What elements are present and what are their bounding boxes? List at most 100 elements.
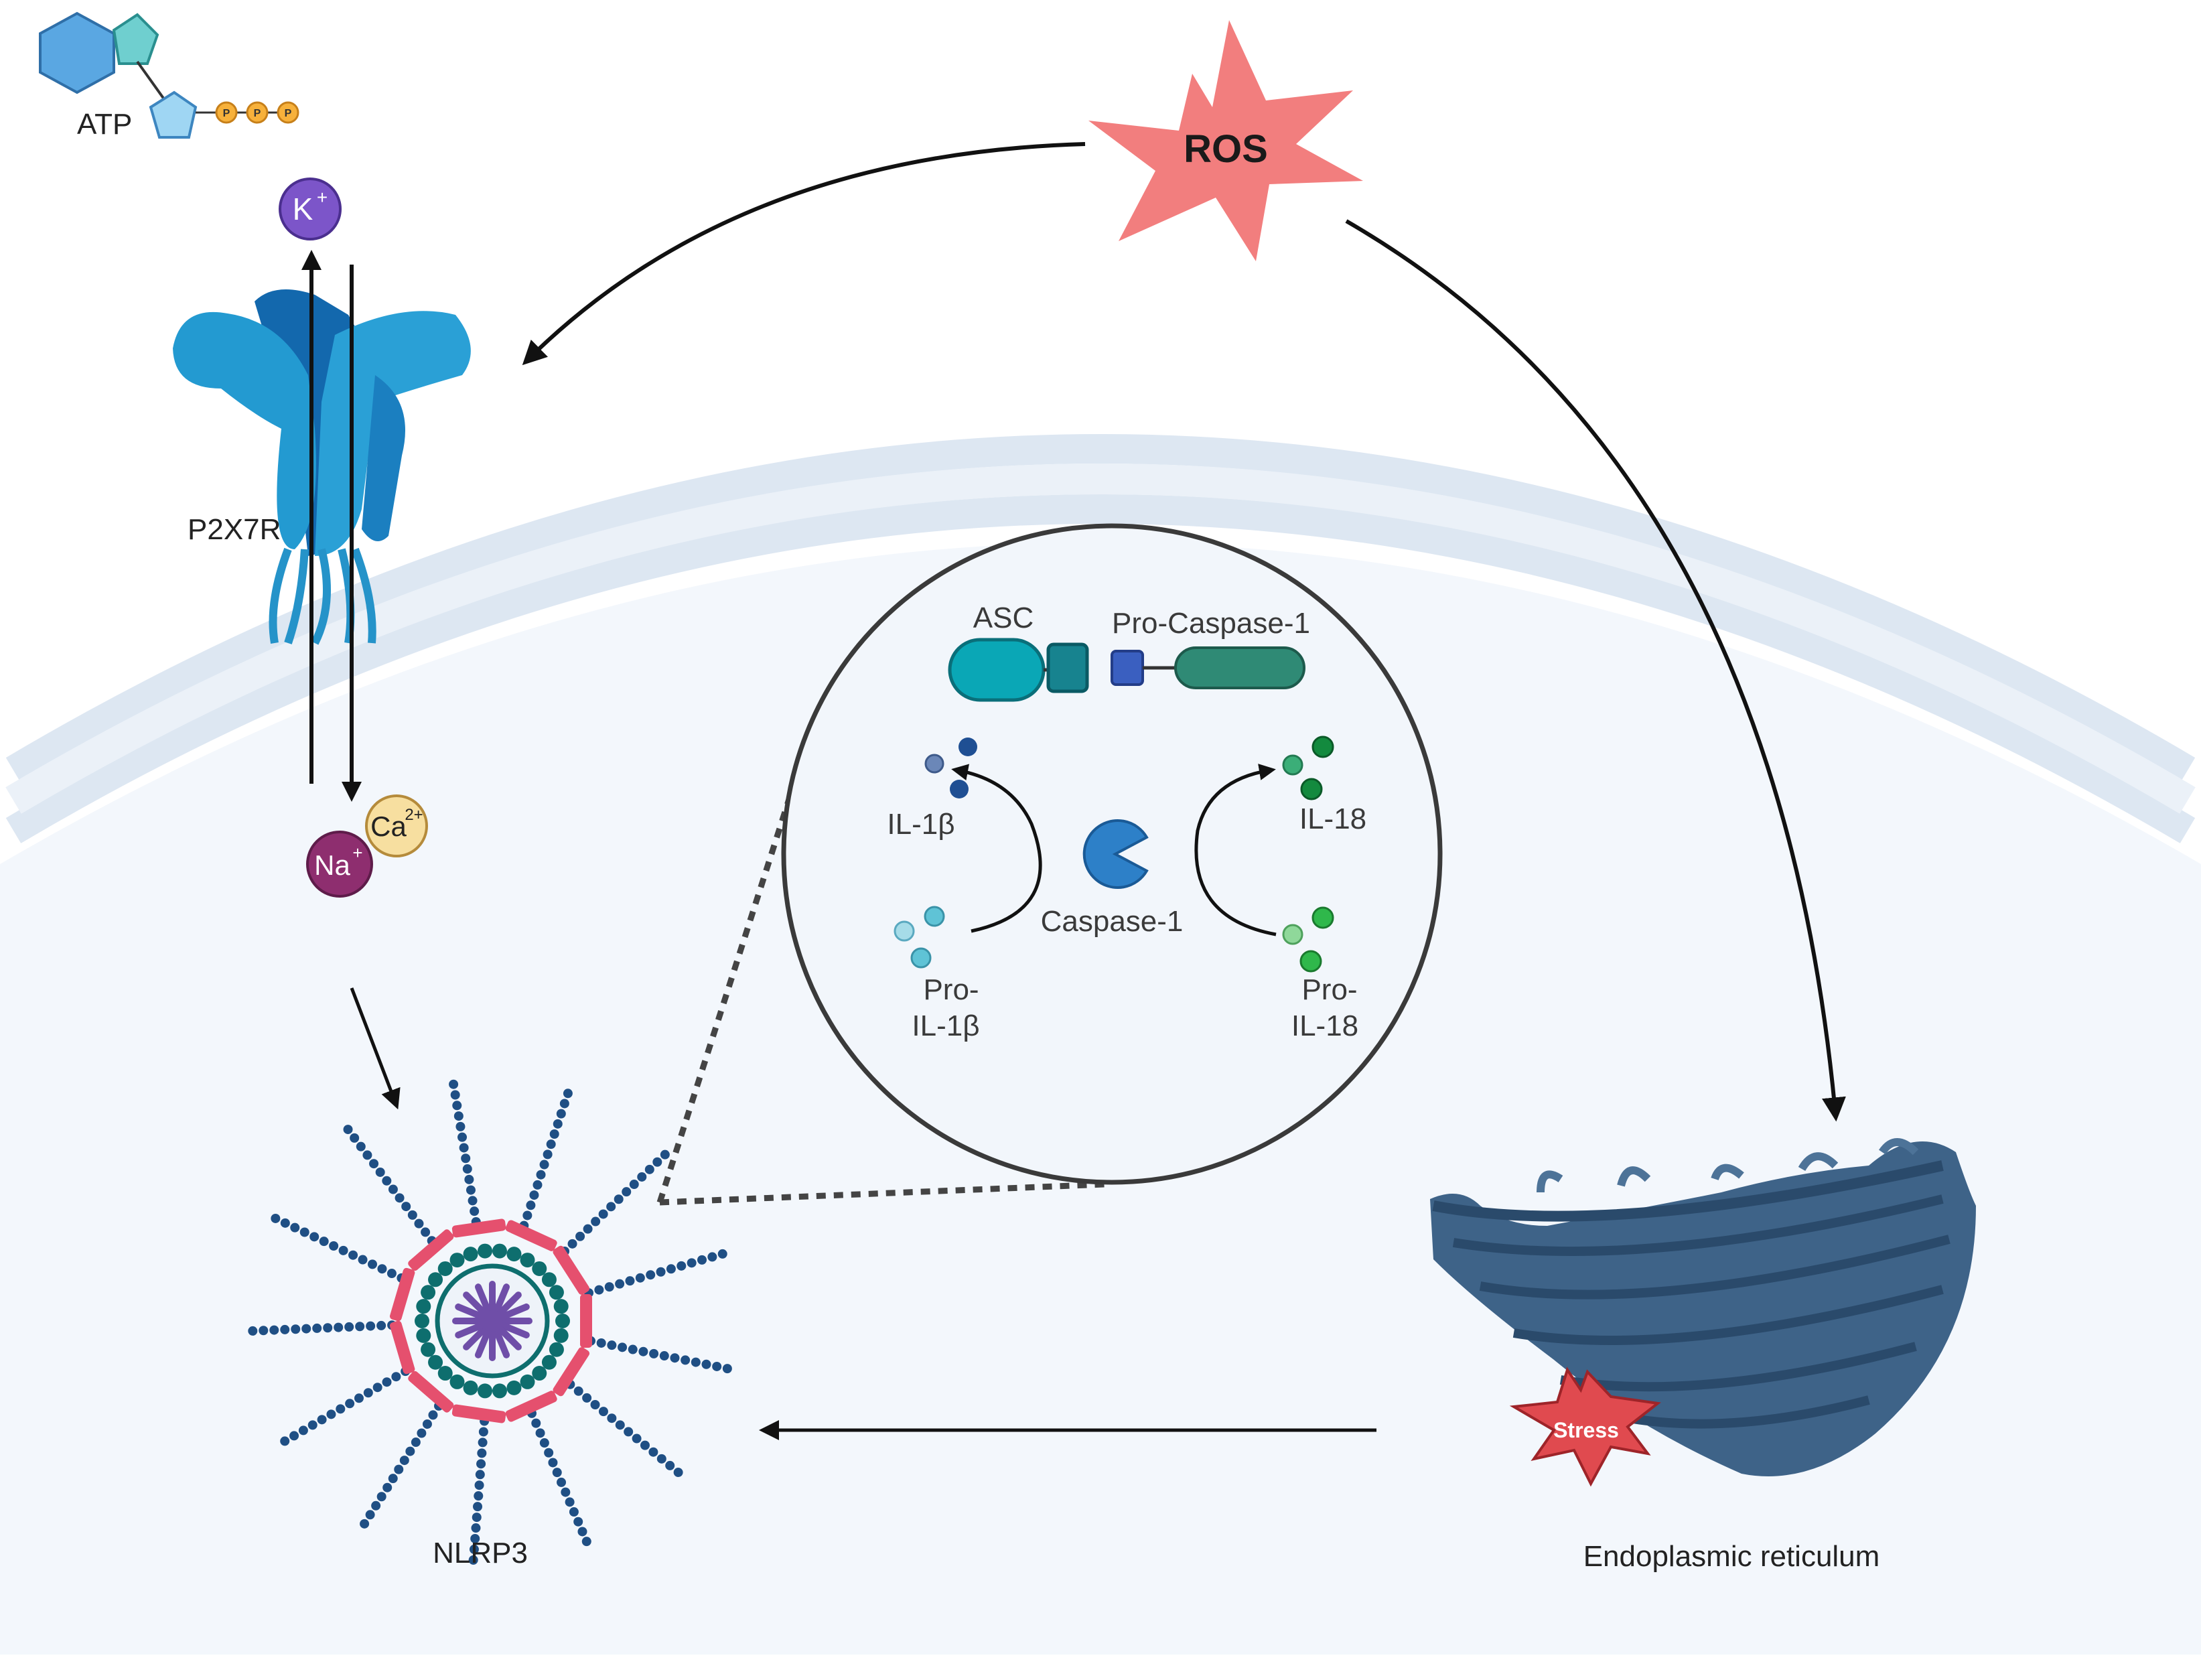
- nlrp3-strand-bead: [559, 1099, 569, 1109]
- nlrp3-strand-bead: [546, 1139, 556, 1149]
- nlrp3-strand-bead: [656, 1267, 666, 1277]
- nlrp3-strand-bead: [366, 1321, 376, 1331]
- ion-to-nlrp3-arrow: [350, 987, 401, 1110]
- pro-caspase-domain-1: [1111, 650, 1144, 686]
- nlrp3-nacht-segment: [553, 1347, 590, 1397]
- nlrp3-strand-bead: [536, 1170, 546, 1180]
- nlrp3-strand-bead: [474, 1491, 484, 1501]
- nlrp3-strand-bead: [722, 1364, 732, 1374]
- nlrp3-strand-bead: [411, 1438, 421, 1448]
- potassium-ion-icon: [279, 178, 342, 240]
- pro-il-18-label-line2: IL-18: [1291, 1009, 1358, 1042]
- p2x7r-label: P2X7R: [188, 513, 281, 546]
- nlrp3-strand-bead: [717, 1249, 727, 1259]
- nlrp3-strand-bead: [365, 1510, 375, 1520]
- nlrp3-strand-bead: [309, 1232, 320, 1242]
- nlrp3-strand-bead: [388, 1474, 398, 1484]
- nlrp3-strand-bead: [582, 1393, 592, 1403]
- nlrp3-asc-bead: [463, 1380, 478, 1395]
- nlrp3-asc-bead: [555, 1314, 570, 1328]
- ros-to-p2x7r-arrow: [522, 142, 1086, 366]
- nlrp3-strand-bead: [615, 1420, 625, 1430]
- nlrp3-strand-bead: [290, 1222, 300, 1233]
- nlrp3-asc-bead: [541, 1354, 557, 1370]
- pro-il-18-bead: [1282, 924, 1303, 945]
- pro-il-1b-label-line1: Pro-: [923, 973, 979, 1006]
- nlrp3-strand-bead: [455, 1121, 466, 1131]
- nlrp3-strand-bead: [317, 1415, 327, 1425]
- p2x7r-receptor-icon: [173, 289, 471, 645]
- nlrp3-strand-bead: [299, 1227, 309, 1237]
- nlrp3-strand-bead: [596, 1338, 606, 1348]
- nlrp3-strand-bead: [417, 1428, 427, 1438]
- nlrp3-strand-bead: [606, 1202, 616, 1212]
- nlrp3-strand-bead: [622, 1187, 632, 1197]
- nlrp3-strand-bead: [567, 1239, 577, 1249]
- nlrp3-strand-bead: [563, 1089, 573, 1099]
- nlrp3-asc-bead: [463, 1247, 478, 1262]
- nlrp3-inflammasome-icon: [248, 1079, 732, 1565]
- il-18-bead: [1300, 778, 1323, 800]
- nlrp3-strand-bead: [371, 1500, 381, 1511]
- nlrp3-strand-bead: [665, 1460, 675, 1470]
- nlrp3-strand-bead: [344, 1322, 354, 1332]
- nlrp3-asc-bead: [553, 1299, 569, 1314]
- nlrp3-strand-bead: [369, 1159, 379, 1169]
- nlrp3-strand-bead: [532, 1180, 543, 1190]
- nlrp3-strand-bead: [422, 1419, 432, 1429]
- nlrp3-strand-bead: [644, 1164, 654, 1174]
- nlrp3-strand-bead: [677, 1261, 687, 1271]
- nlrp3-strand-bead: [391, 1372, 401, 1382]
- pro-caspase-domain-2: [1174, 646, 1305, 689]
- nlrp3-nacht-segment: [389, 1267, 415, 1322]
- nlrp3-strand-bead: [356, 1141, 366, 1151]
- il-1b-bead: [958, 738, 977, 756]
- nlrp3-asc-bead: [478, 1243, 493, 1259]
- nlrp3-asc-bead: [532, 1366, 547, 1381]
- nlrp3-asc-bead: [416, 1328, 431, 1343]
- nlrp3-strand-bead: [298, 1425, 308, 1436]
- er-organelle-icon: [1430, 1138, 1976, 1476]
- nlrp3-strand-bead: [539, 1438, 549, 1448]
- nlrp3-strand-bead: [607, 1340, 617, 1350]
- nlrp3-strand-bead: [388, 1184, 398, 1194]
- nlrp3-asc-bead: [421, 1342, 436, 1357]
- calcium-ion-icon: [365, 794, 428, 857]
- nlrp3-strand-bead: [350, 1133, 360, 1143]
- il-18-label: IL-18: [1299, 802, 1366, 835]
- nlrp3-nacht-segment: [553, 1245, 590, 1295]
- nlrp3-strand-bead: [452, 1101, 462, 1111]
- nlrp3-asc-bead: [532, 1261, 547, 1276]
- nlrp3-strand-bead: [691, 1357, 701, 1367]
- nlrp3-strand-bead: [464, 1174, 474, 1184]
- nlrp3-strand-bead: [553, 1119, 563, 1129]
- nlrp3-asc-bead: [428, 1272, 443, 1287]
- nlrp3-strand-bead: [453, 1111, 464, 1121]
- nlrp3-strand-bead: [477, 1448, 487, 1458]
- nlrp3-strand-bead: [556, 1109, 566, 1119]
- nlrp3-strand-bead: [640, 1440, 650, 1450]
- nlrp3-strand-bead: [656, 1454, 666, 1464]
- asc-domain-2: [1046, 642, 1089, 693]
- nlrp3-strand-bead: [280, 1324, 290, 1334]
- nlrp3-strand-bead: [376, 1492, 386, 1502]
- nlrp3-strand-bead: [575, 1231, 585, 1241]
- asc-domain-1: [948, 638, 1046, 702]
- nlrp3-strand-bead: [248, 1326, 258, 1336]
- nlrp3-strand-bead: [548, 1458, 558, 1468]
- nlrp3-strand-bead: [367, 1259, 377, 1269]
- nlrp3-strand-bead: [382, 1176, 392, 1186]
- er-label: Endoplasmic reticulum: [1583, 1540, 1880, 1573]
- nlrp3-strand-bead: [590, 1400, 600, 1410]
- nlrp3-strand-bead: [681, 1355, 691, 1365]
- il-18-bead: [1282, 754, 1303, 776]
- nlrp3-strand-bead: [401, 1202, 411, 1212]
- nlrp3-strand-bead: [376, 1320, 386, 1330]
- nlrp3-strand-bead: [659, 1351, 669, 1361]
- nlrp3-strand-bead: [478, 1427, 488, 1437]
- nlrp3-strand-bead: [598, 1209, 608, 1219]
- nlrp3-strand-bead: [637, 1172, 647, 1182]
- atp-label: ATP: [77, 108, 132, 141]
- sodium-charge: +: [352, 843, 362, 863]
